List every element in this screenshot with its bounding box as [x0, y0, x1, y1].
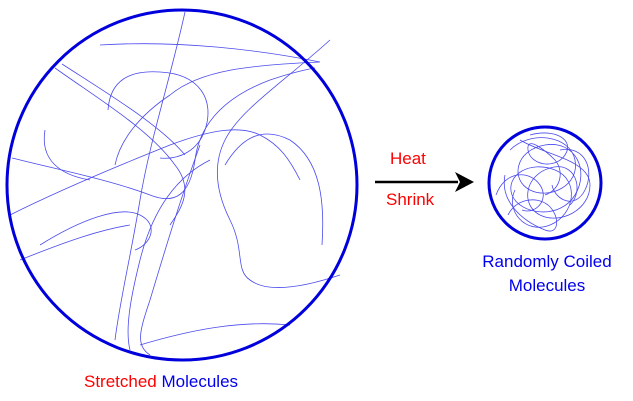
stretched-word: Stretched [84, 372, 157, 391]
coiled-label-line1: Randomly Coiled [482, 252, 612, 271]
shrink-label: Shrink [386, 190, 435, 209]
stretched-molecules-label: Stretched Molecules [84, 372, 238, 392]
molecules-word: Molecules [161, 372, 239, 391]
coiled-molecules [495, 132, 591, 232]
stretched-molecules [9, 11, 341, 356]
stretched-molecules-circle [5, 8, 359, 362]
heat-label: Heat [390, 149, 426, 168]
coiled-molecules-label: Randomly Coiled Molecules [466, 250, 628, 298]
coiled-molecules-circle [487, 125, 603, 241]
coiled-label-line2: Molecules [508, 276, 586, 295]
arrow-icon [375, 172, 474, 192]
